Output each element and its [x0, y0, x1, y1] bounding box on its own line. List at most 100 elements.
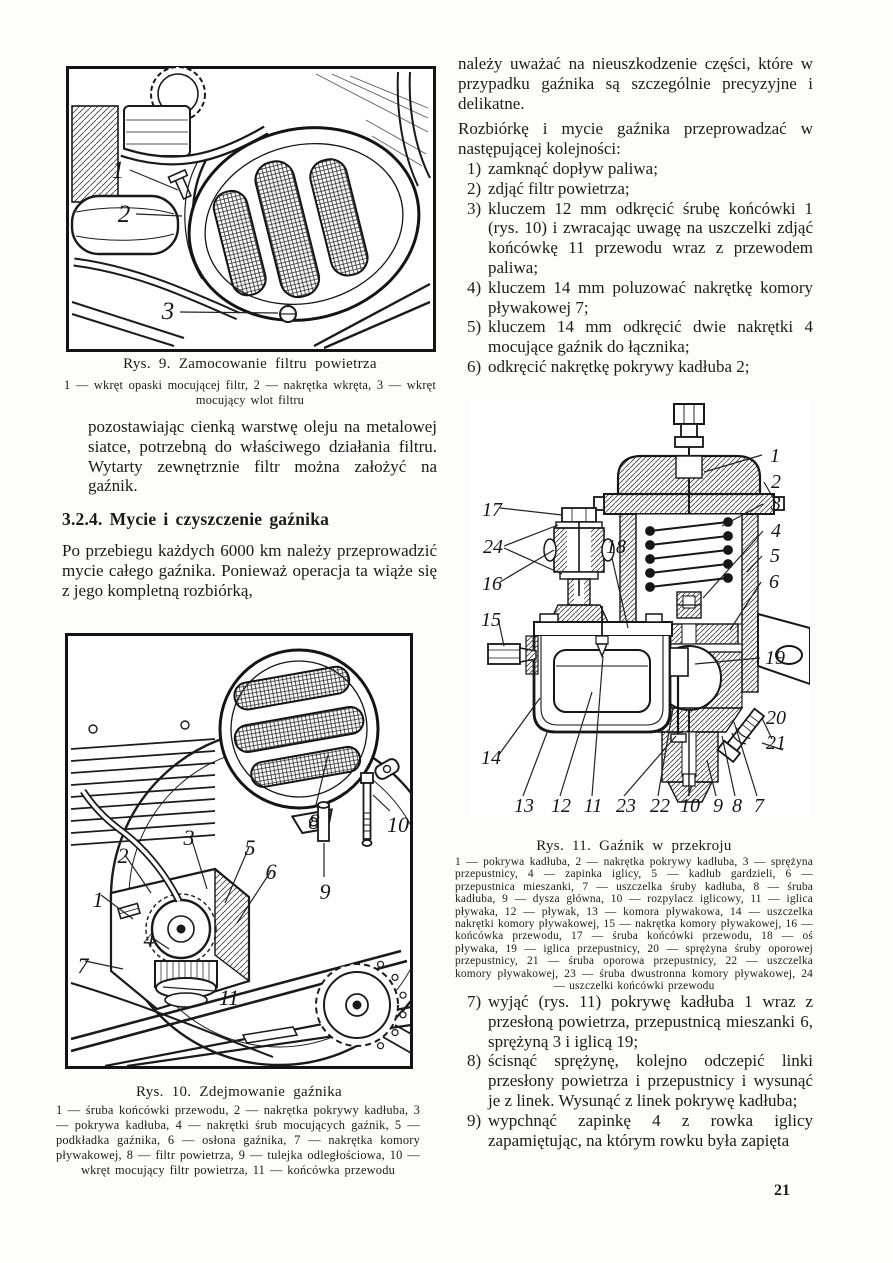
callout-label: 8	[732, 795, 742, 817]
chamber-stud	[669, 647, 689, 743]
screw-head	[180, 720, 190, 730]
list-item: 5) kluczem 14 mm odkręcić dwie nakrętki …	[458, 317, 813, 357]
figure11-caption: Rys. 11. Gaźnik w przekroju	[536, 838, 732, 854]
callout-label: 24	[483, 536, 503, 558]
callout-label: 1	[93, 887, 104, 912]
callout-label: 3	[183, 825, 195, 850]
callout-label: 13	[514, 795, 534, 817]
figure10-legend: 1 — śruba końcówki przewodu, 2 — nakrętk…	[56, 1103, 420, 1177]
callout-label: 7	[78, 953, 90, 978]
callout-label: 4	[144, 927, 155, 952]
spacer-sleeve	[317, 801, 330, 842]
figure9-legend: 1 — wkręt opaski mocującej filtr, 2 — na…	[64, 378, 436, 407]
list-item: 9) wypchnąć zapinkę 4 z rowka iglicy zap…	[458, 1111, 813, 1151]
fuel-inlet-nut	[487, 635, 539, 675]
callout-label: 10	[680, 795, 700, 817]
callout-label: 21	[766, 732, 786, 754]
callout-label: 11	[584, 795, 603, 817]
callout-label: 6	[266, 859, 277, 884]
filter-screw	[360, 772, 374, 847]
callout-label: 17	[482, 499, 503, 521]
list-item-number: 3)	[467, 198, 482, 218]
callout-label: 20	[766, 707, 786, 729]
figure-rys11-carburetor-cross-section: 1 2 3 4 5 6 19 20 21 17 24 16 15 14 18 1…	[470, 398, 810, 818]
cover-nut	[117, 902, 141, 920]
callout-label: 1	[770, 445, 780, 467]
list-item-number: 1)	[467, 158, 482, 178]
chain-line	[382, 1036, 412, 1054]
paragraph-oil-film: pozostawiając cienką warstwę oleju na me…	[88, 417, 437, 496]
engine-parts	[70, 66, 206, 256]
callout-label: 6	[769, 571, 779, 593]
list-item-text: zamknąć dopływ paliwa;	[488, 158, 658, 178]
right-column-bottom: 7) wyjąć (rys. 11) pokrywę kadłuba 1 wra…	[458, 992, 813, 1150]
callout-label: 2	[771, 471, 781, 493]
callout-label: 12	[551, 795, 571, 817]
list-item: 6) odkręcić nakrętkę pokrywy kadłuba 2;	[458, 357, 813, 377]
carburetor-assembly	[109, 867, 251, 1011]
chain-sprocket	[315, 960, 407, 1050]
callout-label: 5	[770, 545, 780, 567]
figure9-caption: Rys. 9. Zamocowanie filtru powietrza	[123, 356, 377, 372]
figure9-leader-lines	[129, 169, 279, 314]
section-heading: 3.2.4. Mycie i czyszczenie gaźnika	[62, 509, 330, 529]
callout-label: 9	[320, 879, 331, 904]
figure11-leader-lines	[497, 454, 784, 797]
callout-label: 14	[481, 747, 501, 769]
callout-label: 11	[219, 985, 239, 1010]
throttle-spring	[645, 517, 733, 592]
paragraph-cleaning-intro: Po przebiegu każdych 6000 km należy prze…	[62, 541, 437, 600]
list-item: 8) ścisnąć sprężynę, kolejno odczepić li…	[458, 1051, 813, 1110]
callout-label: 5	[245, 835, 256, 860]
list-item-text: kluczem 12 mm odkręcić śrubę końcówki 1 …	[488, 198, 813, 277]
list-item-text: wyjąć (rys. 11) pokrywę kadłuba 1 wraz z…	[488, 992, 813, 1051]
callout-label: 4	[771, 520, 781, 542]
paragraph-disassembly-order: Rozbiórkę i mycie gaźnika przeprowadzać …	[458, 119, 813, 159]
figure11-legend: 1 — pokrywa kadłuba, 2 — nakrętka pokryw…	[455, 856, 813, 993]
list-item-text: wypchnąć zapinkę 4 z rowka iglicy zapami…	[488, 1110, 813, 1150]
right-column-top: należy uważać na nieuszkodzenie części, …	[458, 54, 813, 377]
hoses	[73, 125, 269, 321]
figure10-leader-lines	[84, 754, 391, 992]
paragraph-warning: należy uważać na nieuszkodzenie części, …	[458, 54, 813, 113]
callout-label: 2	[118, 201, 131, 228]
inlet-screw	[279, 305, 297, 323]
figure-rys10-carburetor-removal: 8 10 3 5 2 6 9 1 4 7 11	[65, 633, 413, 1069]
air-filter	[218, 648, 380, 810]
list-item-text: odkręcić nakrętkę pokrywy kadłuba 2;	[488, 356, 750, 376]
list-item-number: 4)	[467, 277, 482, 297]
idle-stop-screw	[716, 707, 766, 764]
callout-label: 10	[387, 812, 409, 837]
callout-label: 1	[112, 157, 125, 184]
fuel-line	[80, 789, 183, 903]
screw-head	[88, 724, 98, 734]
fuel-banjo-fitting	[543, 507, 615, 623]
list-item: 3) kluczem 12 mm odkręcić śrubę końcówki…	[458, 199, 813, 278]
callout-label: 23	[616, 795, 636, 817]
list-item-number: 7)	[467, 992, 482, 1011]
callout-label: 22	[650, 795, 670, 817]
list-item-number: 2)	[467, 178, 482, 198]
list-item-number: 8)	[467, 1051, 482, 1071]
list-item: 4) kluczem 14 mm poluzować nakrętkę komo…	[458, 278, 813, 318]
callout-label: 2	[118, 843, 129, 868]
callout-label: 9	[713, 795, 723, 817]
list-item-text: kluczem 14 mm odkręcić dwie nakrętki 4 m…	[488, 317, 813, 357]
callout-label: 19	[765, 647, 785, 669]
list-item-number: 5)	[467, 317, 482, 337]
list-item-text: kluczem 14 mm poluzować nakrętkę komory …	[488, 277, 813, 317]
list-item-text: ścisnąć sprężynę, kolejno odczepić linki…	[488, 1051, 813, 1110]
callout-label: 7	[754, 795, 765, 817]
callout-label: 3	[161, 298, 175, 325]
list-item-number: 6)	[467, 356, 482, 376]
mounting-flange	[757, 612, 810, 686]
air-filter-cover	[187, 126, 421, 322]
page-number: 21	[774, 1182, 790, 1199]
callout-label: 15	[481, 609, 501, 631]
support-beams	[71, 282, 431, 350]
figure10-caption: Rys. 10. Zdejmowanie gaźnika	[135, 1084, 342, 1100]
callout-label: 16	[482, 573, 502, 595]
list-item: 2) zdjąć filtr powietrza;	[458, 179, 813, 199]
callout-label: 3	[770, 493, 781, 515]
